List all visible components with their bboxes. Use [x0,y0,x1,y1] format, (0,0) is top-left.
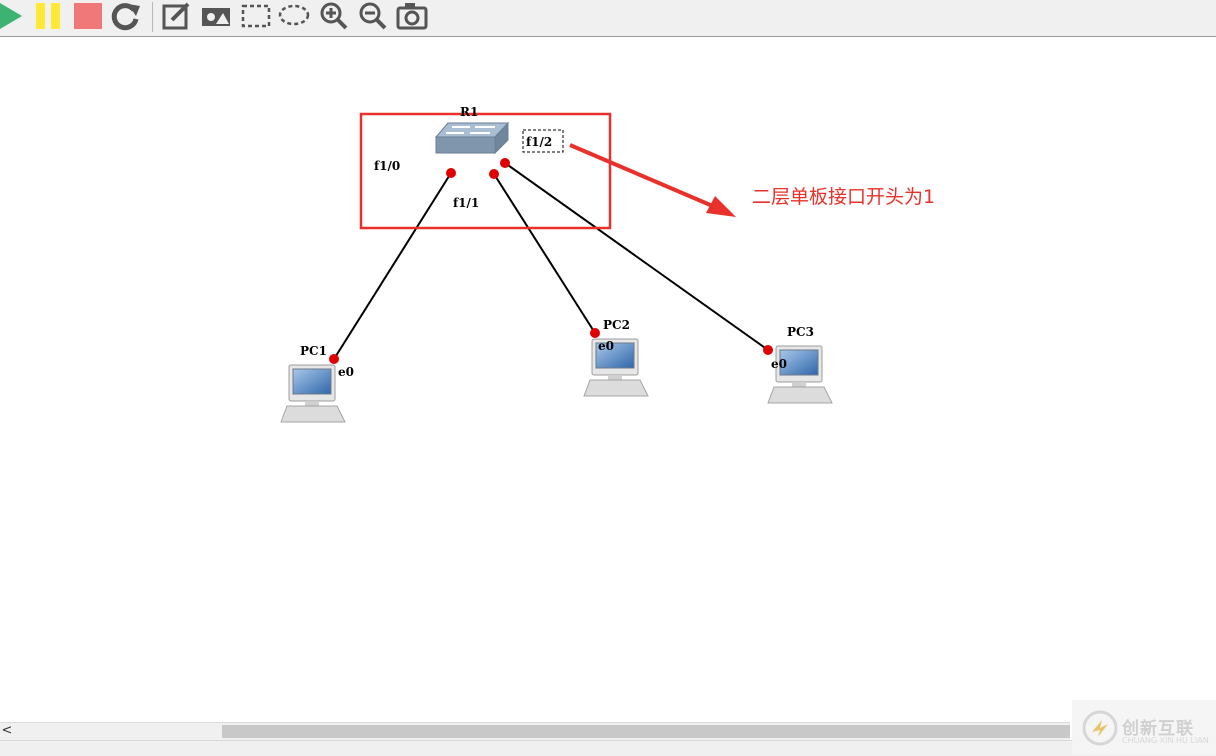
topology-canvas[interactable]: R1 f1/0 f1/1 f1/2 PC1 e0 PC2 e0 PC3 e0 二… [0,37,1216,722]
stop-button[interactable] [72,0,104,32]
link-pc1[interactable] [333,172,452,360]
toolbar-separator [152,2,153,32]
watermark-logo-icon [1082,710,1118,746]
highlight-box [359,112,612,230]
pc1-port-label: e0 [338,365,354,379]
port-label-f1-0: f1/0 [374,159,400,173]
port-dot-f1-2 [500,158,510,168]
draw-rectangle-icon [241,4,271,28]
stop-icon [74,3,102,29]
status-bar [0,740,1216,756]
watermark: 创新互联 CHUANG XIN HU LIAN [1072,700,1216,755]
insert-picture-icon [202,8,230,26]
port-dot-pc3-e0 [763,345,773,355]
port-dots [329,158,773,364]
pc1-computer-icon[interactable] [280,364,346,423]
switch-r1[interactable] [434,121,510,155]
draw-rectangle-button[interactable] [240,0,272,32]
link-pc2[interactable] [493,173,596,334]
port-dot-pc1-e0 [329,354,339,364]
insert-picture-button[interactable] [200,0,232,32]
camera-icon [396,3,428,30]
switch-label: R1 [460,105,478,119]
start-icon [0,3,22,29]
toolbar [0,0,1216,37]
annotation-arrow [569,143,736,217]
pc3-label: PC3 [787,325,814,339]
port-label-f1-1: f1/1 [453,196,479,210]
draw-ellipse-icon [278,4,310,26]
watermark-subtext: CHUANG XIN HU LIAN [1122,736,1209,745]
add-note-button[interactable] [160,0,192,32]
port-dot-f1-1 [489,169,499,179]
pc1-label: PC1 [300,344,327,358]
scroll-thumb[interactable] [222,725,1070,738]
link-pc3[interactable] [504,162,769,351]
screenshot-button[interactable] [396,0,428,32]
reload-button[interactable] [110,0,142,32]
port-dot-pc2-e0 [590,328,600,338]
reload-icon [111,3,140,31]
annotation-text: 二层单板接口开头为1 [752,186,935,208]
port-dot-f1-0 [446,168,456,178]
pc3-port-label: e0 [771,357,787,371]
pc2-computer-icon[interactable] [583,338,649,397]
horizontal-scrollbar[interactable]: < [0,722,1070,740]
pc2-port-label: e0 [598,339,614,353]
add-note-icon [162,2,190,30]
start-button[interactable] [0,0,32,32]
zoom-out-icon [359,2,387,30]
pause-icon [36,3,60,29]
zoom-in-button[interactable] [318,0,350,32]
port-label-f1-2[interactable]: f1/2 [526,135,552,149]
watermark-text: 创新互联 [1122,719,1194,739]
pc2-label: PC2 [603,318,630,332]
network-links [333,162,769,360]
port-label-selection-box [522,129,564,153]
pc3-computer-icon[interactable] [767,345,833,404]
pause-button[interactable] [34,0,66,32]
zoom-out-button[interactable] [357,0,389,32]
draw-ellipse-button[interactable] [278,0,310,32]
scroll-left-arrow[interactable]: < [1,723,13,738]
zoom-in-icon [320,2,348,30]
